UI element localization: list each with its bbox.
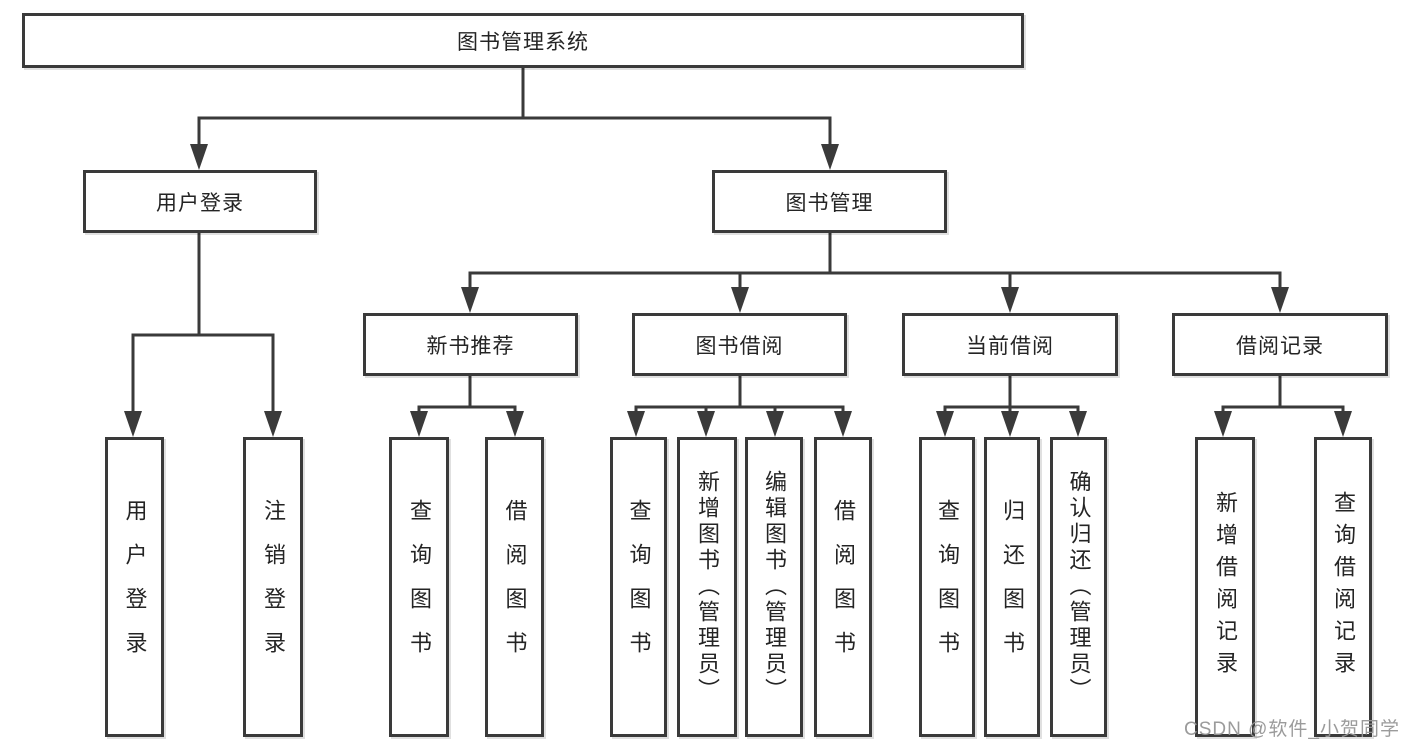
leaf-borrow-books-recommend-label: 借阅图书 — [502, 499, 528, 675]
leaf-borrow-books: 借阅图书 — [814, 437, 872, 737]
leaf-logout-label: 注销登录 — [261, 499, 286, 675]
leaf-query-borrow-record-label: 查询借阅记录 — [1331, 491, 1356, 683]
leaf-query-books-borrowing-label: 查询图书 — [626, 499, 652, 675]
leaf-query-books-current: 查询图书 — [919, 437, 975, 737]
node-root-library-system: 图书管理系统 — [22, 13, 1024, 68]
node-book-management-label: 图书管理 — [785, 191, 874, 215]
node-new-book-recommend-label: 新书推荐 — [426, 334, 515, 358]
leaf-query-books-recommend-label: 查询图书 — [407, 499, 432, 675]
node-user-login-label: 用户登录 — [156, 191, 244, 215]
node-borrowing-records-label: 借阅记录 — [1236, 334, 1324, 358]
leaf-add-books-admin-label: 新增图书（管理员） — [695, 470, 720, 704]
node-user-login: 用户登录 — [83, 170, 317, 233]
csdn-watermark: CSDN @软件_小贺同学 — [1184, 719, 1400, 740]
leaf-query-books-current-label: 查询图书 — [935, 499, 960, 675]
leaf-edit-books-admin-label: 编辑图书（管理员） — [762, 470, 787, 704]
leaf-edit-books-admin: 编辑图书（管理员） — [745, 437, 803, 737]
leaf-add-borrow-record-label: 新增借阅记录 — [1213, 491, 1238, 683]
leaf-confirm-return-admin: 确认归还（管理员） — [1050, 437, 1107, 737]
node-book-management: 图书管理 — [712, 170, 947, 233]
node-borrowing-records: 借阅记录 — [1172, 313, 1388, 376]
leaf-user-login-label: 用户登录 — [122, 499, 148, 675]
leaf-return-books: 归还图书 — [984, 437, 1040, 737]
leaf-add-borrow-record: 新增借阅记录 — [1195, 437, 1255, 737]
leaf-logout: 注销登录 — [243, 437, 303, 737]
node-root-label: 图书管理系统 — [457, 30, 589, 54]
node-new-book-recommend: 新书推荐 — [363, 313, 578, 376]
leaf-add-books-admin: 新增图书（管理员） — [677, 437, 737, 737]
arrowhead-icons — [124, 144, 1352, 437]
leaf-confirm-return-admin-label: 确认归还（管理员） — [1066, 470, 1092, 704]
node-book-borrowing: 图书借阅 — [632, 313, 847, 376]
leaf-return-books-label: 归还图书 — [1000, 499, 1025, 675]
leaf-borrow-books-label: 借阅图书 — [831, 499, 856, 675]
leaf-borrow-books-recommend: 借阅图书 — [485, 437, 544, 737]
node-current-borrowing: 当前借阅 — [902, 313, 1118, 376]
node-book-borrowing-label: 图书借阅 — [695, 334, 784, 358]
leaf-query-borrow-record: 查询借阅记录 — [1314, 437, 1372, 737]
node-current-borrowing-label: 当前借阅 — [966, 334, 1054, 358]
leaf-query-books-recommend: 查询图书 — [389, 437, 449, 737]
leaf-query-books-borrowing: 查询图书 — [610, 437, 667, 737]
leaf-user-login: 用户登录 — [105, 437, 164, 737]
